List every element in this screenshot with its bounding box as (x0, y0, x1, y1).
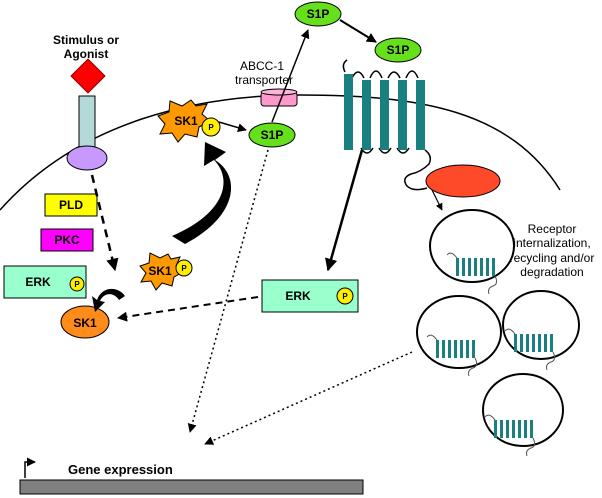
receptor-base (66, 145, 108, 171)
erk-right-box (261, 279, 359, 313)
sk1-cytosol-label: SK1 (148, 264, 172, 278)
abcc1-transporter (260, 88, 298, 107)
pld-box (44, 193, 98, 217)
erk-right-label: ERK (285, 289, 311, 303)
erk-left-phospho (69, 276, 85, 292)
receptor-label-4: degradation (520, 265, 583, 279)
sk1-membrane-label: SK1 (174, 114, 198, 128)
transporter-label: transporter (235, 73, 293, 87)
arrow-s1p-to-gene (187, 149, 269, 433)
vesicle-3 (502, 290, 580, 371)
agonist-diamond (70, 58, 106, 94)
pld-label: PLD (59, 198, 83, 212)
s1p-top-1-label: S1P (307, 7, 330, 21)
vesicle-1 (429, 209, 515, 295)
pkc-box (40, 228, 94, 252)
receptor-stalk (78, 95, 96, 153)
arrow-s1p-export (271, 29, 310, 123)
pkc-label: PKC (54, 233, 80, 247)
sk1-inactive-label: SK1 (73, 316, 97, 330)
abcc1-label: ABCC-1 (240, 59, 284, 73)
erk-right-phospho (336, 287, 354, 305)
arrow-receptor-to-erk (325, 149, 364, 272)
arrow-receptor-to-pathway (90, 174, 119, 272)
s1p-top-1 (294, 1, 342, 27)
arrow-s1p-to-receptor (339, 19, 377, 43)
arrow-vesicles-to-gene (204, 351, 413, 445)
translocation-arrow (172, 142, 232, 244)
agonist-label: Agonist (64, 47, 109, 61)
s1p-mid (248, 122, 296, 148)
sk1-membrane-star (157, 99, 211, 143)
arrow-internalization (431, 189, 443, 211)
vesicle-2 (416, 295, 502, 377)
arrow-erk-to-sk1 (117, 296, 259, 322)
s1p-top-2 (374, 37, 422, 63)
sk1-cytosol-phospho (175, 259, 193, 277)
gene-expression-label: Gene expression (68, 462, 173, 477)
s1p-top-2-label: S1P (387, 43, 410, 57)
receptor-label-2: internalization, (513, 236, 590, 250)
g-protein (425, 164, 501, 198)
sk1-membrane-phospho-label: P (208, 123, 214, 132)
erk-left-phospho-label: P (74, 280, 80, 289)
agonist-receptor: Stimulus or Agonist (53, 33, 119, 171)
s1p-receptor (342, 59, 432, 191)
arrow-sk1-to-s1p (218, 121, 247, 133)
sk1-cytosol-phospho-label: P (181, 264, 187, 273)
sk1-membrane-phospho (201, 117, 221, 137)
s1p-mid-label: S1P (261, 128, 284, 142)
erk-right-phospho-label: P (342, 292, 348, 301)
sk1-inactive (60, 305, 110, 339)
promoter-arrow (24, 457, 36, 478)
erk-left-label: ERK (25, 275, 51, 289)
receptor-label-3: recycling and/or (510, 251, 595, 265)
erk-activation-arrow (92, 288, 125, 312)
receptor-label-1: Receptor (528, 222, 577, 236)
vesicle-4 (482, 373, 564, 457)
stimulus-label: Stimulus or (53, 33, 119, 47)
gene-bar (19, 479, 364, 495)
